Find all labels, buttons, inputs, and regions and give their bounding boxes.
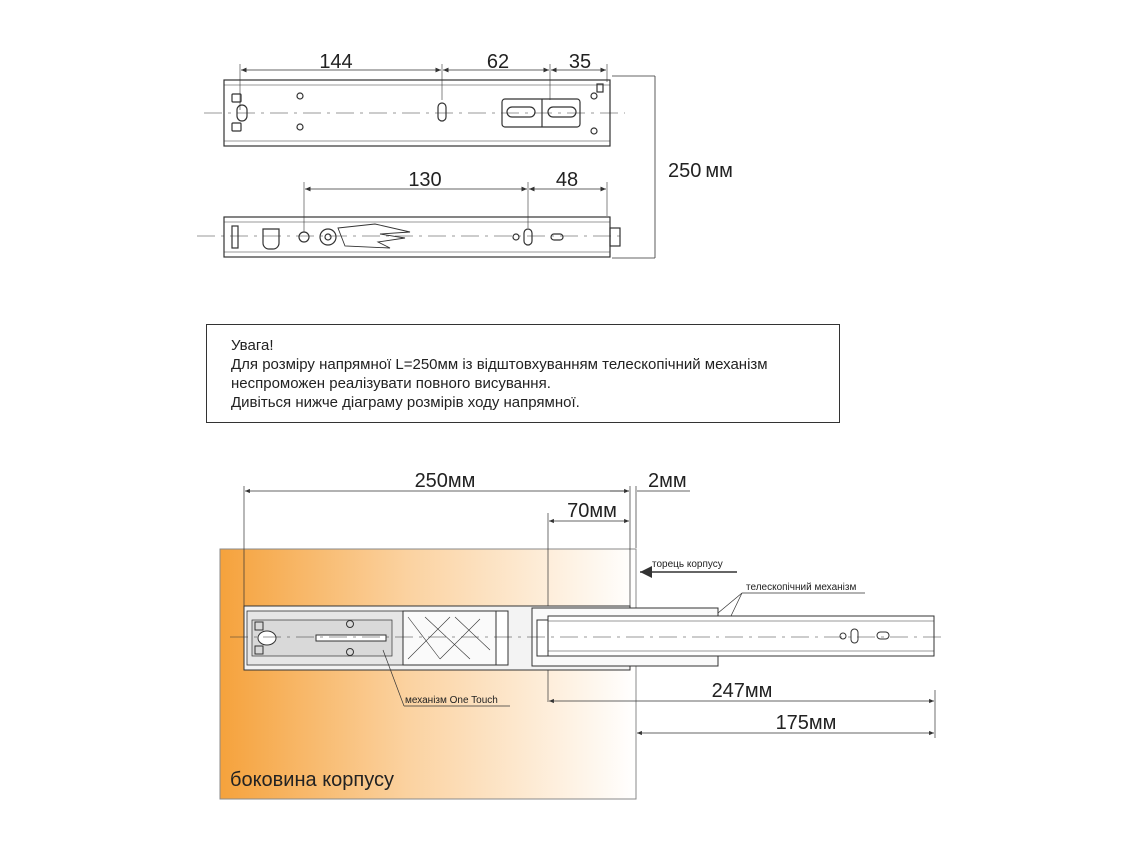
cabinet-front-arrow (640, 566, 737, 578)
note-line-4: Дивіться нижче діаграму розмірів ходу на… (231, 394, 580, 411)
warning-note: Увага! Для розміру напрямної L=250мм із … (206, 324, 840, 423)
rail-assembly (230, 605, 945, 671)
top-rail-view (204, 64, 656, 259)
dim-48-label: 48 (556, 169, 578, 191)
dim-2mm-label: 2мм (648, 470, 687, 492)
label-one-touch: механізм One Touch (405, 695, 498, 706)
telescopic-leader (717, 592, 865, 619)
bottom-dimensions (243, 486, 936, 738)
dim-35-label: 35 (569, 51, 591, 73)
dim-247mm-label: 247мм (712, 680, 773, 702)
dim-250mm-label: 250мм (415, 470, 476, 492)
dim-144-label: 144 (319, 51, 352, 73)
cabinet-side-panel (219, 548, 637, 800)
top-rail-side-view (197, 182, 624, 258)
dim-250-total-label: 250 мм (668, 160, 733, 182)
dim-130-label: 130 (408, 169, 441, 191)
label-telescopic: телескопічний механізм (746, 582, 856, 593)
note-line-1: Увага! (231, 337, 274, 354)
dim-70mm-label: 70мм (567, 500, 617, 522)
dim-175mm-label: 175мм (776, 712, 837, 734)
note-line-3: неспроможен реалізувати повного висуванн… (231, 375, 551, 392)
dim-62-label: 62 (487, 51, 509, 73)
label-torets: торець корпусу (652, 559, 723, 570)
one-touch-leader (382, 649, 510, 707)
label-bokovyna: боковина корпусу (230, 769, 394, 791)
note-line-2: Для розміру напрямної L=250мм із відштов… (231, 356, 768, 373)
